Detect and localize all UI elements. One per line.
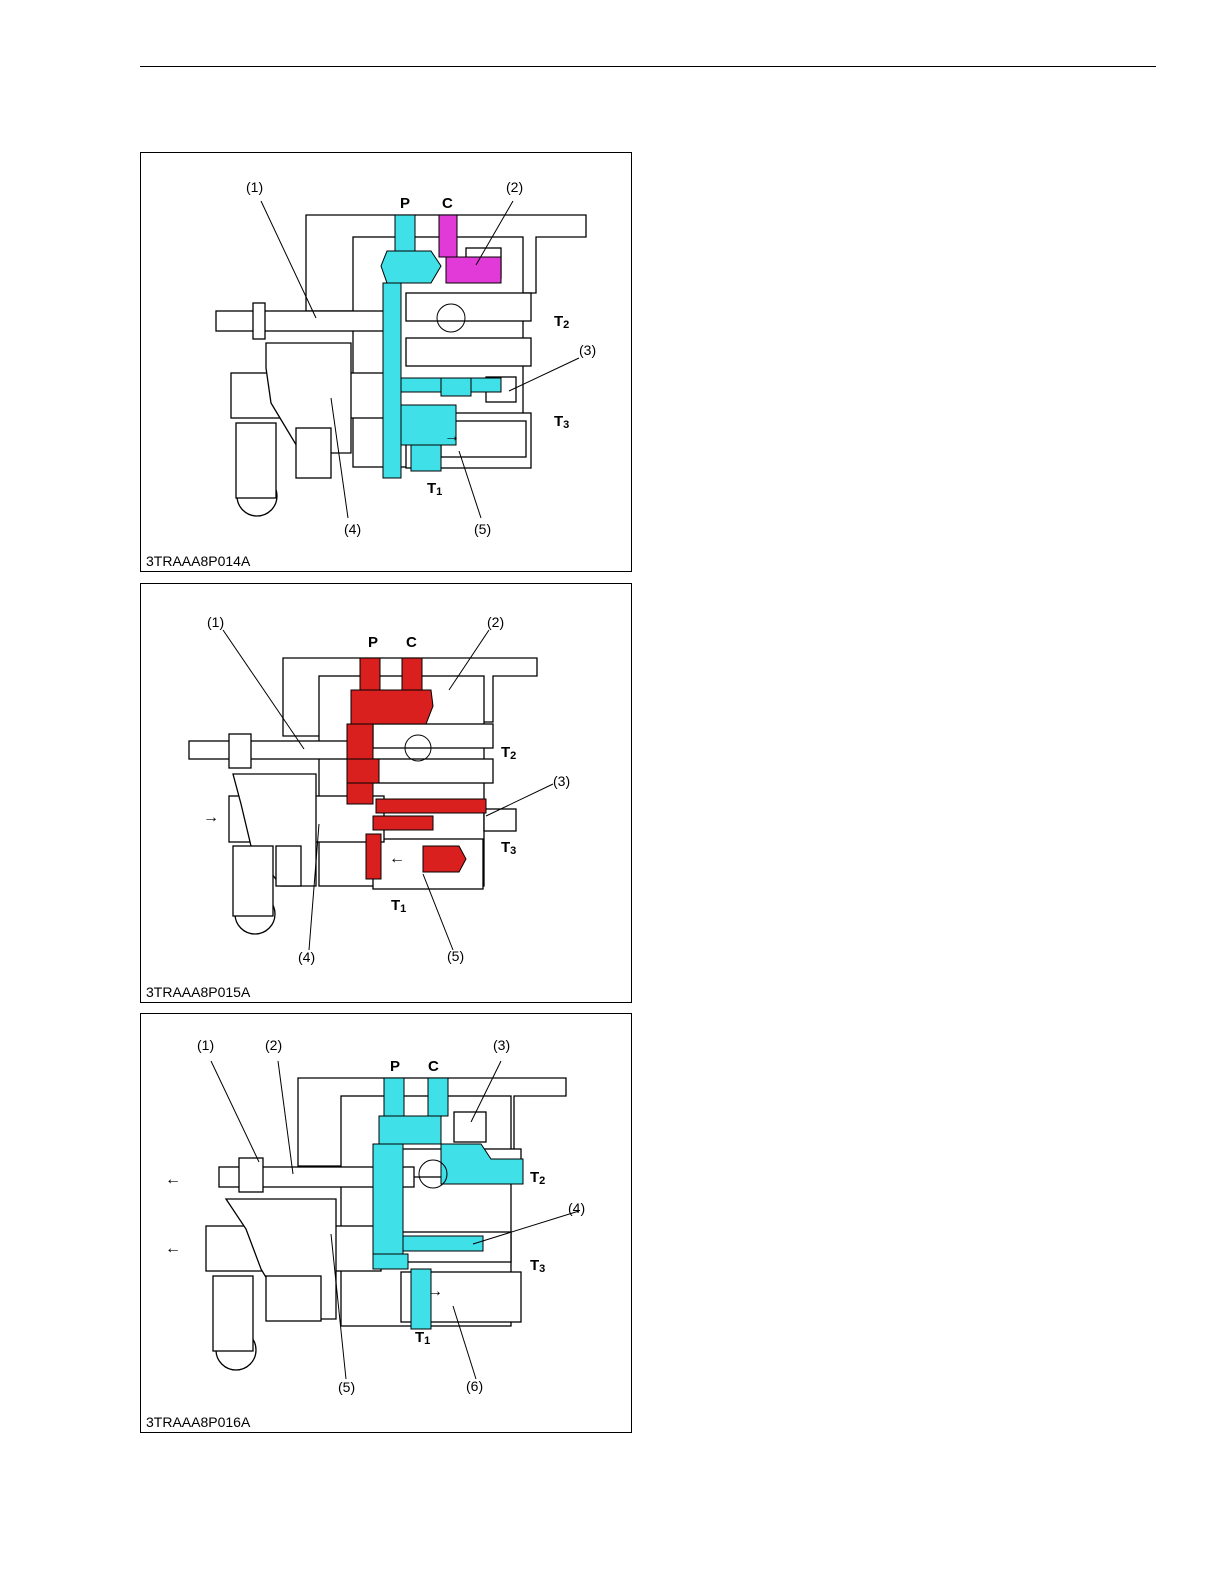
callout-4: (4) [568,1200,585,1216]
callout-1: (1) [246,179,263,195]
figure-id: 3TRAAA8P016A [146,1414,250,1430]
arrow-right-icon: → [444,429,460,445]
header-rule [140,66,1156,67]
callout-3: (3) [553,773,570,789]
port-t1: T1 [415,1329,430,1350]
callout-4: (4) [298,949,315,965]
port-t1: T1 [427,480,442,501]
port-p: P [368,634,378,651]
figure-3: (1) (2) (3) (4) (5) (6) P C T2 T3 T1 ← ←… [140,1013,632,1433]
port-c: C [428,1058,439,1075]
port-t2: T2 [554,313,569,334]
figure-id: 3TRAAA8P014A [146,553,250,569]
callout-6: (6) [466,1378,483,1394]
figure-id: 3TRAAA8P015A [146,984,250,1000]
callout-2: (2) [265,1037,282,1053]
port-t3: T3 [530,1257,545,1278]
arrow-left-icon: ← [165,1241,181,1257]
callout-3: (3) [493,1037,510,1053]
port-p: P [400,195,410,212]
port-t3: T3 [501,839,516,860]
arrow-left-icon: ← [165,1172,181,1188]
callout-2: (2) [506,179,523,195]
figure-1: (1) (2) (3) (4) (5) P C T2 T3 T1 → 3TRAA… [140,152,632,572]
callout-5: (5) [447,948,464,964]
valve-diagram-1 [141,153,632,572]
callout-5: (5) [474,521,491,537]
callout-1: (1) [197,1037,214,1053]
callout-4: (4) [344,521,361,537]
port-t2: T2 [501,744,516,765]
arrow-left-icon: ← [389,851,405,867]
callout-5: (5) [338,1379,355,1395]
port-p: P [390,1058,400,1075]
callout-1: (1) [207,614,224,630]
port-c: C [442,195,453,212]
callout-2: (2) [487,614,504,630]
valve-diagram-2 [141,584,632,1003]
port-c: C [406,634,417,651]
valve-diagram-3 [141,1014,632,1433]
port-t2: T2 [530,1169,545,1190]
callout-3: (3) [579,342,596,358]
figure-2: (1) (2) (3) (4) (5) P C T2 T3 T1 → ← 3TR… [140,583,632,1003]
arrow-right-icon: → [427,1284,443,1300]
port-t3: T3 [554,413,569,434]
port-t1: T1 [391,897,406,918]
arrow-right-icon: → [203,810,219,826]
